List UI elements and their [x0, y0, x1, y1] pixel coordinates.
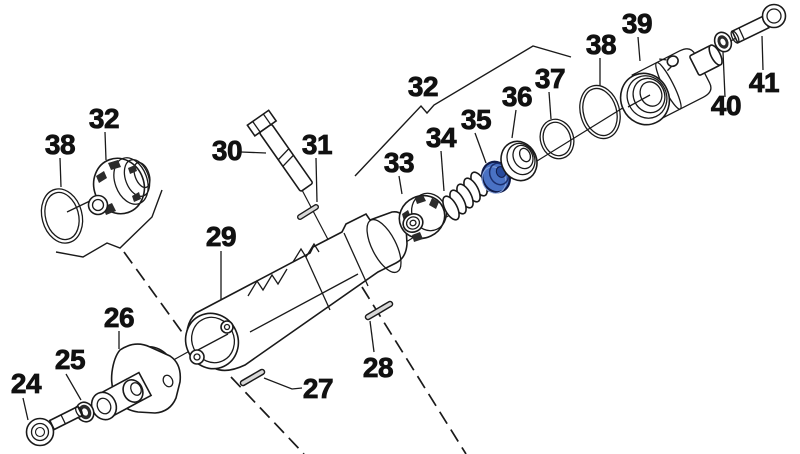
part-39-valve-cap — [619, 44, 723, 126]
part-label-30: 30 — [212, 135, 242, 166]
part-label-31: 31 — [302, 129, 332, 160]
part-41-socket-screw — [730, 3, 787, 44]
plunger-spring-hint — [247, 268, 288, 297]
part-label-28: 28 — [363, 352, 393, 383]
part-28-pin — [364, 300, 394, 321]
cap-bore-pointer — [627, 94, 651, 108]
part-27-pin — [239, 368, 266, 387]
part-40-washer — [713, 31, 733, 53]
leader-39 — [637, 36, 641, 62]
part-38-oring-right — [579, 84, 621, 140]
part-label-34: 34 — [426, 122, 457, 153]
body-opening-pointer — [195, 333, 229, 352]
part-label-36: 36 — [502, 81, 532, 112]
part-38-oring-left — [40, 188, 84, 244]
part-32-valve-assembly-assembled — [87, 157, 151, 216]
part-label-41: 41 — [749, 67, 779, 98]
part-label-33: 33 — [384, 147, 414, 178]
part-label-39: 39 — [622, 8, 652, 39]
plunger-spring-hint — [292, 242, 320, 263]
leader-24 — [22, 397, 29, 421]
dash-line-valve-group — [123, 251, 193, 347]
bracket-left-valve-group — [55, 189, 163, 258]
part-label-32-assembled: 32 — [89, 103, 119, 134]
part-31-pin — [297, 204, 319, 220]
leader-31 — [315, 157, 318, 203]
body-rear-flange — [366, 218, 402, 274]
part-37-oring — [539, 118, 575, 160]
part-label-35: 35 — [461, 104, 491, 135]
leader-28 — [369, 320, 375, 353]
leader-40 — [722, 51, 726, 98]
leader-37 — [548, 91, 552, 120]
part-label-24: 24 — [11, 368, 42, 399]
part-29-pump-body — [184, 210, 408, 372]
part-label-32-group: 32 — [408, 71, 438, 102]
part-label-25: 25 — [55, 344, 85, 375]
leader-32-assembled — [104, 131, 107, 161]
leader-34 — [440, 150, 445, 192]
part-label-37: 37 — [535, 63, 565, 94]
part-30-hex-bolt — [246, 109, 313, 192]
part-26-eccentric-bushing — [90, 343, 182, 421]
part-label-38-right: 38 — [586, 29, 616, 60]
leader-30 — [240, 151, 267, 154]
dash-line-pin27 — [230, 376, 305, 454]
leader-25 — [65, 373, 82, 401]
part-24-socket-screw — [25, 405, 84, 447]
leader-27 — [263, 377, 303, 390]
part-label-27: 27 — [303, 373, 333, 404]
part-label-26: 26 — [104, 302, 134, 333]
dash-line-pin28 — [361, 286, 467, 454]
leader-36 — [511, 109, 517, 139]
part-33-valve-cage — [398, 192, 448, 242]
leader-35 — [474, 132, 487, 164]
part-label-29: 29 — [206, 221, 236, 252]
part-label-40: 40 — [711, 90, 741, 121]
leader-41 — [761, 35, 764, 71]
part-label-38-left: 38 — [45, 129, 75, 160]
part-36-valve-seat — [500, 140, 538, 182]
leader-33 — [398, 175, 403, 195]
bracket-part32-group — [354, 45, 572, 177]
leader-38-left — [59, 157, 62, 188]
